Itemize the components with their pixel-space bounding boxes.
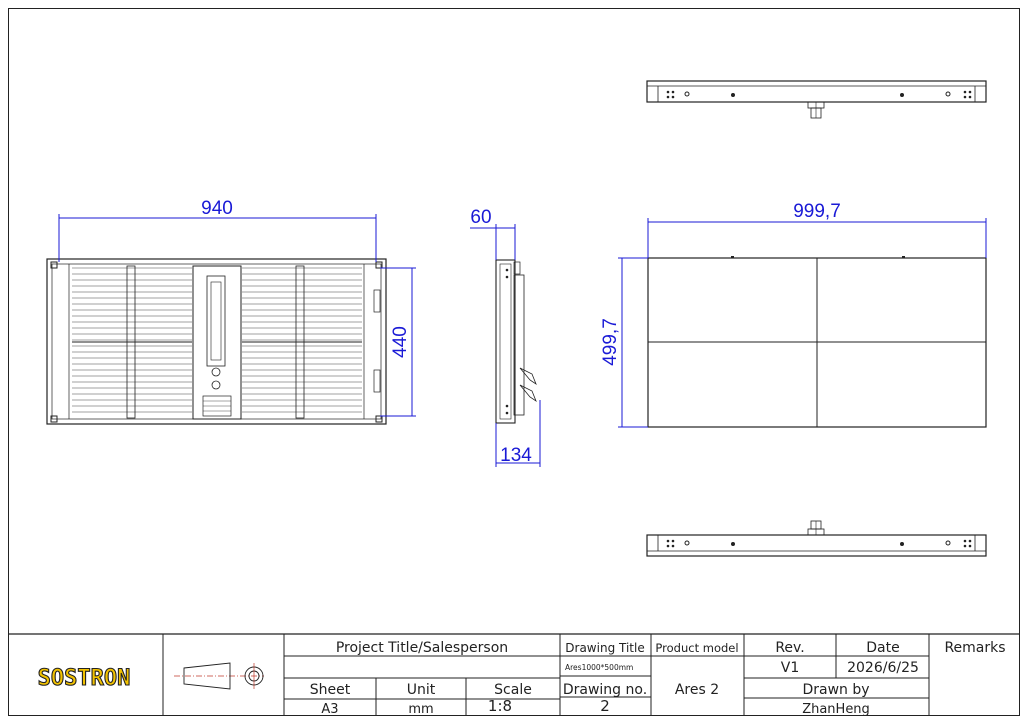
sheet-value: A3	[321, 702, 338, 717]
unit-label: Unit	[407, 682, 436, 698]
drawn-by-value: ZhanHeng	[802, 702, 870, 717]
title-block: SOSTRON Project Title/Salesperson Drawin…	[8, 633, 1020, 717]
dim-front-width: 940	[201, 198, 233, 219]
rev-value: V1	[781, 660, 799, 676]
date-value: 2026/6/25	[847, 660, 919, 676]
dim-side-depth-top: 60	[470, 207, 491, 228]
top-view	[646, 80, 987, 119]
brand-logo: SOSTRON	[38, 666, 131, 691]
side-view: 60 134	[470, 207, 541, 467]
project-title-label: Project Title/Salesperson	[336, 640, 508, 656]
sheet-label: Sheet	[310, 682, 351, 698]
product-model-label: Product model	[655, 641, 738, 655]
dim-side-depth-bottom: 134	[500, 445, 532, 466]
scale-value: 1:8	[488, 697, 512, 715]
scale-label: Scale	[494, 682, 532, 698]
projection-symbol-icon	[174, 662, 264, 690]
drawn-by-label: Drawn by	[802, 682, 869, 698]
bottom-view	[646, 520, 987, 557]
unit-value: mm	[408, 702, 433, 717]
dim-front-height: 440	[390, 326, 411, 358]
dim-panel-width: 999,7	[793, 201, 841, 222]
drawing-no-value: 2	[600, 697, 610, 715]
drawing-no-label: Drawing no.	[563, 682, 647, 698]
product-model-value: Ares 2	[675, 682, 719, 698]
drawing-frame	[8, 8, 1020, 716]
front-view: 940 440	[46, 198, 416, 425]
panel-view: 999,7 499,7	[600, 201, 987, 428]
drawing-title-value: Ares1000*500mm	[565, 663, 633, 672]
date-label: Date	[866, 640, 899, 656]
drawing-title-label: Drawing Title	[565, 641, 644, 655]
remarks-label: Remarks	[944, 640, 1005, 656]
rev-label: Rev.	[775, 640, 804, 656]
dim-panel-height: 499,7	[600, 318, 621, 366]
